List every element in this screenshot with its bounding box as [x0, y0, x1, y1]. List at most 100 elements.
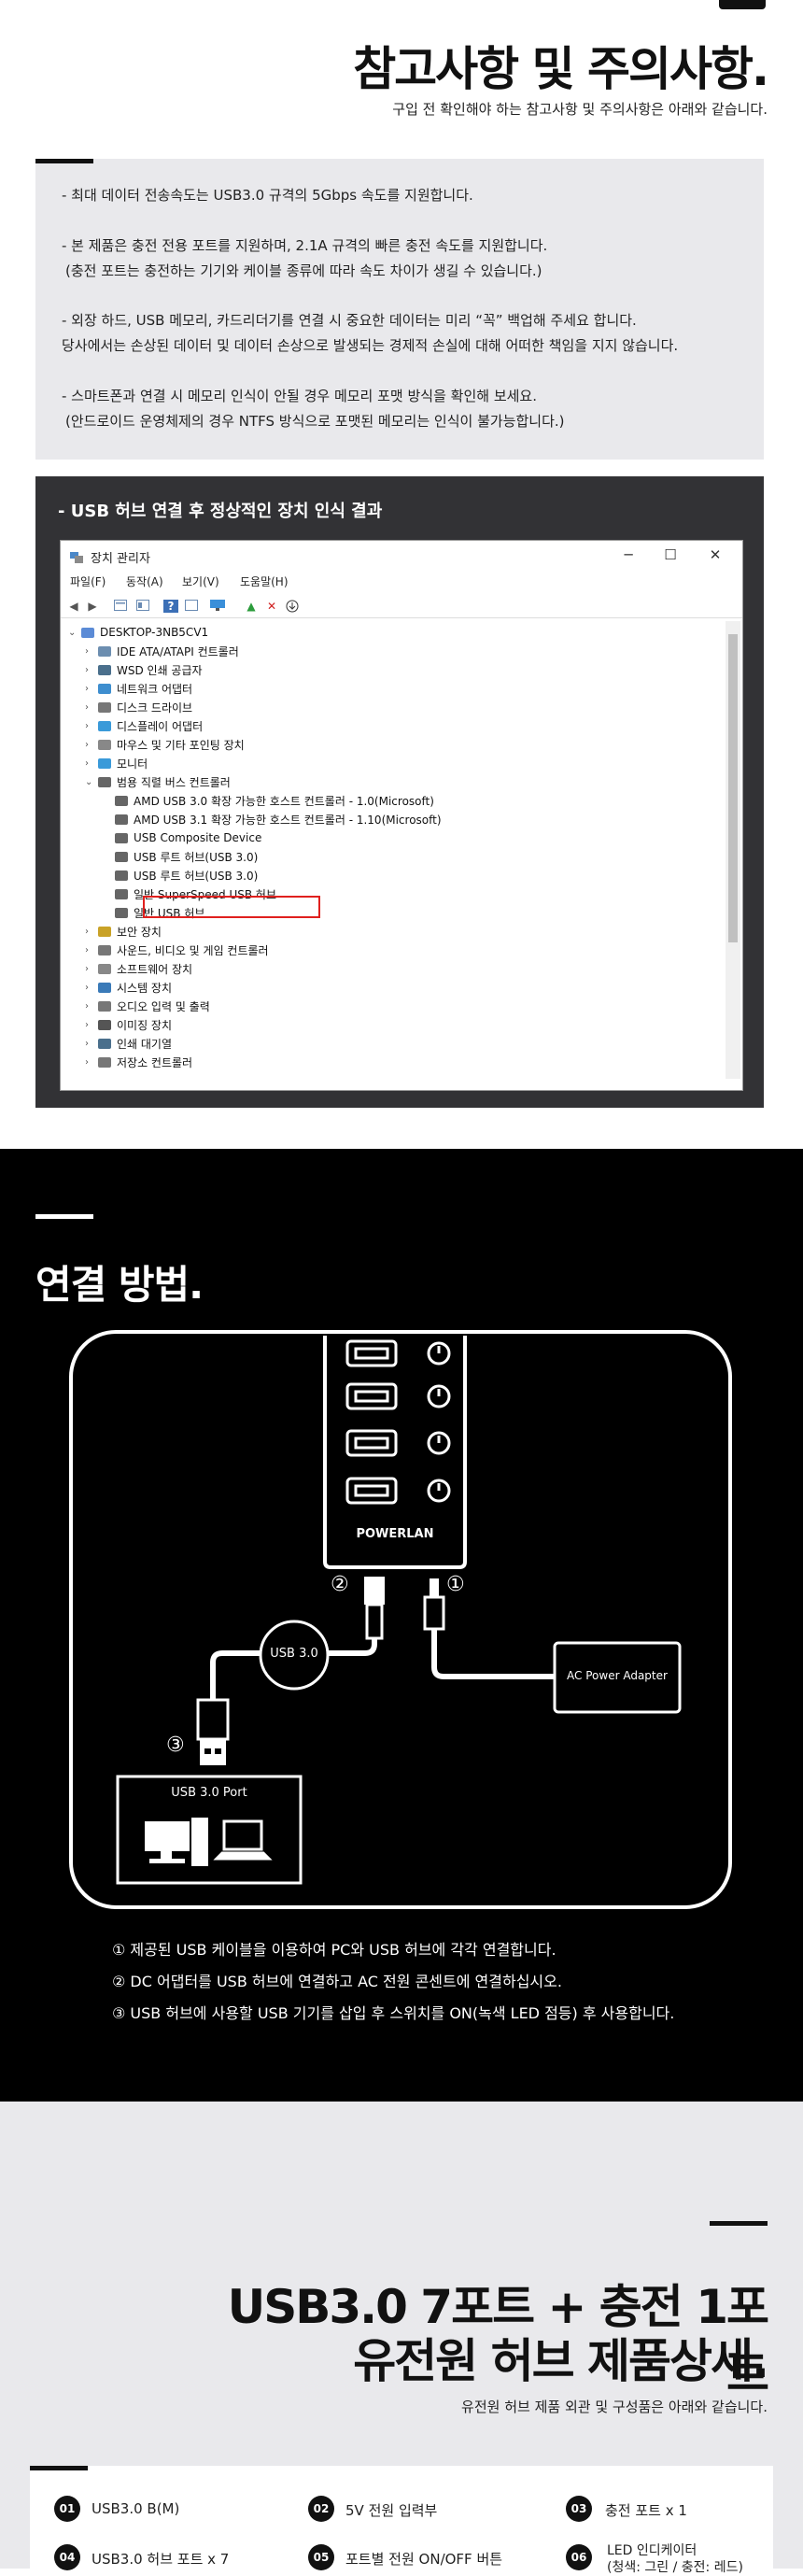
- connection-title: 연결 방법.: [35, 1262, 204, 1308]
- tree-item[interactable]: › IDE ATA/ATAPI 컨트롤러: [85, 642, 239, 660]
- expand-arrow-icon[interactable]: ›: [85, 982, 89, 993]
- expand-arrow-icon[interactable]: ›: [85, 645, 89, 657]
- feature-number: 02: [308, 2496, 334, 2522]
- tree-item[interactable]: 일반 SuperSpeed USB 허브: [102, 885, 276, 903]
- expand-arrow-icon[interactable]: ›: [85, 926, 89, 937]
- monitor-icon[interactable]: [210, 600, 225, 613]
- notes-accent-bar: [35, 159, 93, 163]
- note-line: 당사에서는 손상된 데이터 및 데이터 손상으로 발생되는 경제적 손실에 대해…: [62, 337, 679, 354]
- tree-item[interactable]: AMD USB 3.0 확장 가능한 호스트 컨트롤러 - 1.0(Micros…: [102, 791, 434, 810]
- port-label: USB 3.0 Port: [171, 1786, 247, 1800]
- view-icon[interactable]: [184, 600, 199, 613]
- tree-item[interactable]: USB Composite Device: [102, 828, 261, 847]
- marker-2: ②: [331, 1573, 349, 1596]
- tree-item[interactable]: › 오디오 입력 및 출력: [85, 997, 210, 1015]
- notes-title: 참고사항 및 주의사항.: [353, 42, 769, 96]
- menu-view[interactable]: 보기(V): [182, 575, 219, 588]
- connection-step: ① 제공된 USB 케이블을 이용하여 PC와 USB 허브에 각각 연결합니다…: [112, 1941, 556, 1959]
- forward-icon[interactable]: ▶: [88, 600, 97, 613]
- scrollbar-thumb[interactable]: [728, 634, 738, 942]
- feature-number: 03: [566, 2496, 592, 2522]
- tree-item-label: IDE ATA/ATAPI 컨트롤러: [117, 644, 239, 658]
- tree-item[interactable]: ›네트워크 어댑터: [85, 679, 192, 698]
- window-titlebar: 장치 관리자 ─ ☐ ✕: [61, 541, 742, 571]
- tree-item-label: 소프트웨어 장치: [117, 962, 193, 976]
- feature-number: 05: [308, 2544, 334, 2570]
- tree-item[interactable]: › 저장소 컨트롤러: [85, 1053, 192, 1071]
- device-icon: [98, 739, 111, 750]
- tree-item-label: 오디오 입력 및 출력: [117, 999, 210, 1013]
- list-icon[interactable]: [135, 600, 150, 613]
- tree-item[interactable]: › 이미징 장치: [85, 1015, 172, 1034]
- feature-number: 01: [54, 2496, 80, 2522]
- tree-item[interactable]: USB 루트 허브(USB 3.0): [102, 866, 258, 885]
- tree-item[interactable]: › WSD 인쇄 공급자: [85, 660, 203, 679]
- tree-item[interactable]: › 소프트웨어 장치: [85, 959, 192, 978]
- expand-arrow-icon[interactable]: ›: [85, 1056, 89, 1068]
- tree-item-label: 저장소 컨트롤러: [117, 1055, 193, 1069]
- expand-arrow-icon[interactable]: ›: [85, 701, 89, 713]
- expand-arrow-icon[interactable]: ›: [85, 739, 89, 750]
- feature-label-sub: (청색: 그린 / 충전: 레드): [607, 2560, 743, 2575]
- tree-item-label: WSD 인쇄 공급자: [117, 663, 203, 677]
- expand-arrow-icon[interactable]: ›: [85, 664, 89, 675]
- menu-help[interactable]: 도움말(H): [240, 575, 289, 588]
- tree-item[interactable]: ⌄DESKTOP-3NB5CV1: [68, 623, 208, 642]
- tree-item[interactable]: ›마우스 및 기타 포인팅 장치: [85, 735, 245, 754]
- close-button[interactable]: ✕: [709, 546, 722, 563]
- back-icon[interactable]: ◀: [69, 600, 78, 613]
- expand-arrow-icon[interactable]: ›: [85, 1019, 89, 1030]
- maximize-button[interactable]: ☐: [664, 546, 677, 563]
- product-title-line1: USB3.0 7포트 + 충전 1포트: [227, 2280, 769, 2401]
- menu-file[interactable]: 파일(F): [70, 575, 106, 588]
- notes-subtitle: 구입 전 확인해야 하는 참고사항 및 주의사항은 아래와 같습니다.: [392, 101, 768, 118]
- expand-arrow-icon[interactable]: ›: [85, 1038, 89, 1049]
- update-driver-icon[interactable]: ▲: [247, 600, 256, 613]
- tree-item-label: 보안 장치: [117, 925, 162, 939]
- properties-icon[interactable]: [113, 600, 128, 613]
- minimize-button[interactable]: ─: [624, 546, 633, 563]
- expand-arrow-icon[interactable]: ›: [85, 944, 89, 955]
- tree-item[interactable]: ›인쇄 대기열: [85, 1034, 172, 1053]
- device-icon: [98, 757, 111, 769]
- uninstall-icon[interactable]: ✕: [266, 600, 277, 613]
- expand-arrow-icon[interactable]: ›: [85, 1000, 89, 1012]
- feature-number: 06: [566, 2544, 592, 2570]
- tree-item[interactable]: ›시스템 장치: [85, 978, 172, 997]
- menu-bar: 파일(F) 동작(A) 보기(V) 도움말(H): [61, 571, 742, 591]
- device-icon: [98, 982, 111, 993]
- feature-label: USB3.0 B(M): [92, 2500, 180, 2517]
- device-icon: [115, 814, 128, 825]
- expand-arrow-icon[interactable]: ›: [85, 963, 89, 974]
- menu-action[interactable]: 동작(A): [126, 575, 163, 588]
- download-icon[interactable]: [285, 600, 300, 613]
- connection-step: ② DC 어댑터를 USB 허브에 연결하고 AC 전원 콘센트에 연결하십시오…: [112, 1973, 562, 1990]
- tree-item[interactable]: › 사운드, 비디오 및 게임 컨트롤러: [85, 941, 269, 959]
- device-icon: [98, 701, 111, 713]
- tree-item-label: 이미징 장치: [117, 1018, 173, 1032]
- help-icon[interactable]: ?: [163, 600, 178, 613]
- tree-item[interactable]: ⌄범용 직렬 버스 컨트롤러: [85, 772, 231, 791]
- tree-item[interactable]: ›모니터: [85, 754, 148, 772]
- tree-item-label: 디스플레이 어댑터: [117, 719, 204, 733]
- tree-item[interactable]: USB 루트 허브(USB 3.0): [102, 847, 258, 866]
- device-icon: [98, 776, 111, 787]
- feature-label: 충전 포트 x 1: [605, 2502, 687, 2519]
- device-icon: [98, 1000, 111, 1012]
- highlight-box: [143, 896, 320, 918]
- tree-item[interactable]: AMD USB 3.1 확장 가능한 호스트 컨트롤러 - 1.10(Micro…: [102, 810, 442, 828]
- tree-item[interactable]: › 보안 장치: [85, 922, 162, 941]
- tree-item[interactable]: › 디스크 드라이브: [85, 698, 192, 716]
- expand-arrow-icon[interactable]: ›: [85, 683, 89, 694]
- tree-item-label: USB 루트 허브(USB 3.0): [134, 869, 259, 883]
- device-icon: [115, 851, 128, 862]
- expand-arrow-icon[interactable]: ›: [85, 720, 89, 731]
- device-panel-title: - USB 허브 연결 후 정상적인 장치 인식 결과: [58, 502, 383, 521]
- tree-item-label: 사운드, 비디오 및 게임 컨트롤러: [117, 943, 269, 957]
- tree-item-label: 디스크 드라이브: [117, 701, 193, 715]
- expand-arrow-icon[interactable]: ⌄: [68, 627, 77, 638]
- expand-arrow-icon[interactable]: ⌄: [85, 776, 93, 787]
- device-manager-icon: [70, 549, 83, 563]
- expand-arrow-icon[interactable]: ›: [85, 757, 89, 769]
- tree-item[interactable]: › 디스플레이 어댑터: [85, 716, 203, 735]
